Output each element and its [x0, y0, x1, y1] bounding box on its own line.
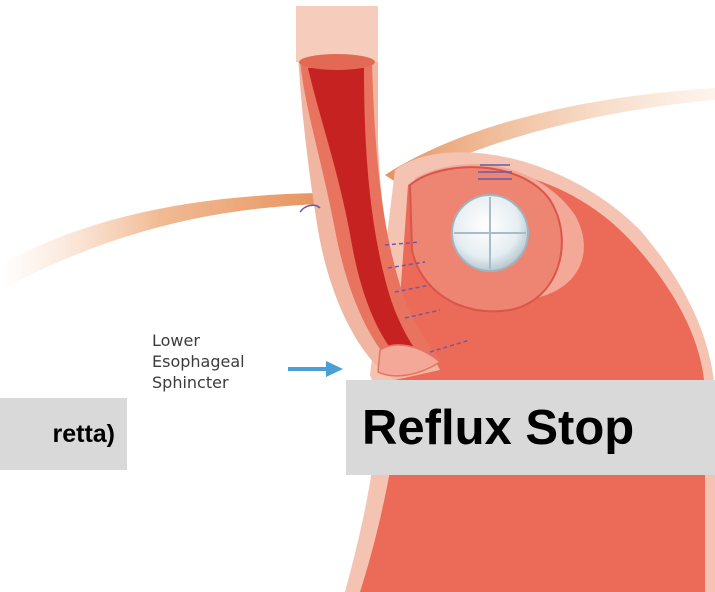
arrow-icon — [288, 361, 343, 377]
esophagus-top — [296, 6, 378, 62]
sphincter-label-line-3: Sphincter — [152, 372, 245, 393]
sphincter-label-line-1: Lower — [152, 330, 245, 351]
caption-right: Reflux Stop — [346, 380, 715, 475]
caption-right-text: Reflux Stop — [362, 400, 634, 456]
caption-left: retta) — [0, 398, 127, 470]
caption-left-text: retta) — [52, 420, 115, 449]
diaphragm-left — [0, 193, 322, 290]
sphincter-label: Lower Esophageal Sphincter — [152, 330, 245, 393]
sphincter-label-line-2: Esophageal — [152, 351, 245, 372]
